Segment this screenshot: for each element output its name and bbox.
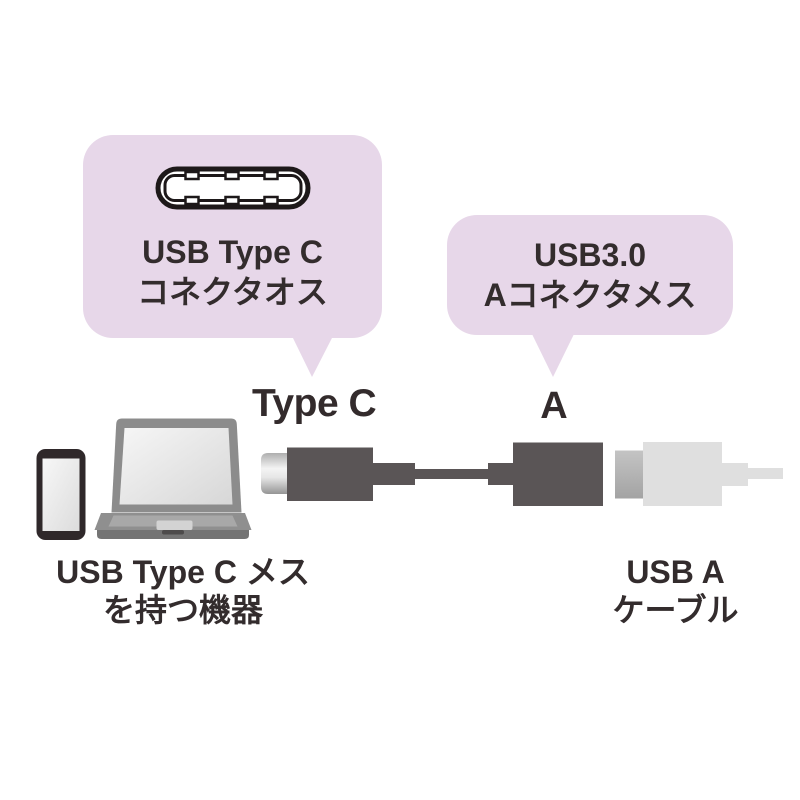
caption-devices-line2: を持つ機器 xyxy=(102,592,263,628)
usb-a-cable-cord xyxy=(748,468,783,479)
callout-type-c-line1: USB Type C xyxy=(142,234,323,270)
type-c-plug-tip xyxy=(261,453,288,494)
caption-usb-a-cable-line2: ケーブル xyxy=(612,592,739,628)
callout-usb-a: USB3.0 Aコネクタメス xyxy=(447,215,733,335)
laptop-icon xyxy=(94,418,252,539)
callout-usb-a-line1: USB3.0 xyxy=(533,237,647,273)
type-c-connector-body xyxy=(287,447,373,501)
usb-type-c-connector-icon xyxy=(155,166,310,210)
caption-devices: USB Type C メス を持つ機器 xyxy=(22,553,344,629)
usb-a-cable-illustration xyxy=(615,442,783,506)
label-a: A xyxy=(540,385,568,427)
usb-a-plug-housing xyxy=(643,442,722,506)
smartphone-icon xyxy=(36,449,86,540)
caption-devices-line1: USB Type C メス xyxy=(56,554,310,590)
callout-type-c-line2: コネクタオス xyxy=(137,274,328,310)
usb-c-to-a-adapter-illustration xyxy=(261,442,603,506)
callout-type-c: USB Type C コネクタオス xyxy=(83,135,382,338)
callout-usb-a-tail xyxy=(531,332,575,377)
usb-a-metal-plug xyxy=(615,450,644,499)
usb-a-female-housing xyxy=(513,442,603,506)
caption-usb-a-cable: USB A ケーブル xyxy=(593,553,758,629)
caption-usb-a-cable-line1: USB A xyxy=(626,554,725,590)
label-type-c: Type C xyxy=(252,382,377,425)
callout-type-c-tail xyxy=(292,336,333,377)
callout-usb-a-line2: Aコネクタメス xyxy=(483,277,697,313)
adapter-cable xyxy=(410,469,492,479)
